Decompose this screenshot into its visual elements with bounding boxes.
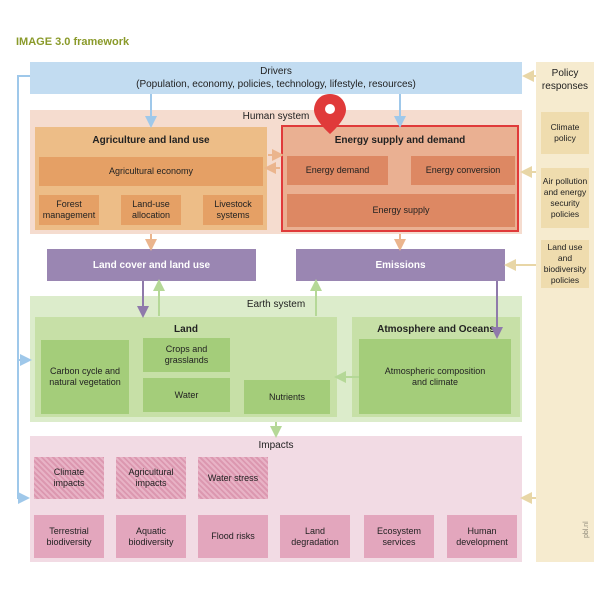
water-box: Water (143, 378, 230, 412)
carbon-cycle-box: Carbon cycle and natural vegetation (41, 340, 129, 414)
emissions-box: Emissions (296, 249, 505, 281)
water-stress-box: Water stress (198, 457, 268, 499)
land-biodiversity-policy-box: Land use and biodiversity policies (541, 240, 589, 288)
human-development-box: Human development (447, 515, 517, 558)
climate-policy-box: Climate policy (541, 112, 589, 154)
drivers-to-impacts-arrow (17, 75, 30, 504)
drivers-title: Drivers (260, 66, 292, 77)
land-cover-box: Land cover and land use (47, 249, 256, 281)
impacts-label: Impacts (258, 440, 294, 451)
page-title: IMAGE 3.0 framework (16, 36, 130, 48)
energy-demand-box: Energy demand (287, 156, 388, 185)
nutrients-box: Nutrients (244, 380, 330, 414)
crops-grasslands-box: Crops and grasslands (143, 338, 230, 372)
atmospheric-composition-box: Atmospheric composition and climate (359, 339, 511, 414)
impacts-box (30, 436, 522, 562)
land-use-allocation-box: Land-use allocation (121, 195, 181, 225)
policy-title-line2: responses (541, 81, 589, 92)
earth-system-label: Earth system (246, 299, 306, 310)
agriculture-title: Agriculture and land use (92, 134, 210, 146)
climate-impacts-box: Climate impacts (34, 457, 104, 499)
map-pin-icon (314, 94, 346, 134)
ecosystem-services-box: Ecosystem services (364, 515, 434, 558)
drivers-box: Drivers (Population, economy, policies, … (30, 62, 522, 94)
policy-title: Policy (551, 68, 579, 79)
terrestrial-biodiversity-box: Terrestrial biodiversity (34, 515, 104, 558)
agricultural-impacts-box: Agricultural impacts (116, 457, 186, 499)
atmosphere-title: Atmosphere and Oceans (377, 323, 495, 335)
flood-risks-box: Flood risks (198, 515, 268, 558)
human-system-label: Human system (242, 111, 310, 122)
land-degradation-box: Land degradation (280, 515, 350, 558)
aquatic-biodiversity-box: Aquatic biodiversity (116, 515, 186, 558)
energy-supply-box: Energy supply (287, 194, 515, 227)
energy-title: Energy supply and demand (334, 134, 466, 146)
livestock-systems-box: Livestock systems (203, 195, 263, 225)
policy-responses-heading: Policy responses (536, 62, 594, 98)
drivers-subtitle: (Population, economy, policies, technolo… (136, 79, 416, 90)
air-energy-policy-box: Air pollution and energy security polici… (541, 168, 589, 228)
land-title: Land (174, 323, 198, 335)
forest-management-box: Forest management (39, 195, 99, 225)
energy-conversion-box: Energy conversion (411, 156, 515, 185)
agricultural-economy-box: Agricultural economy (39, 157, 263, 186)
